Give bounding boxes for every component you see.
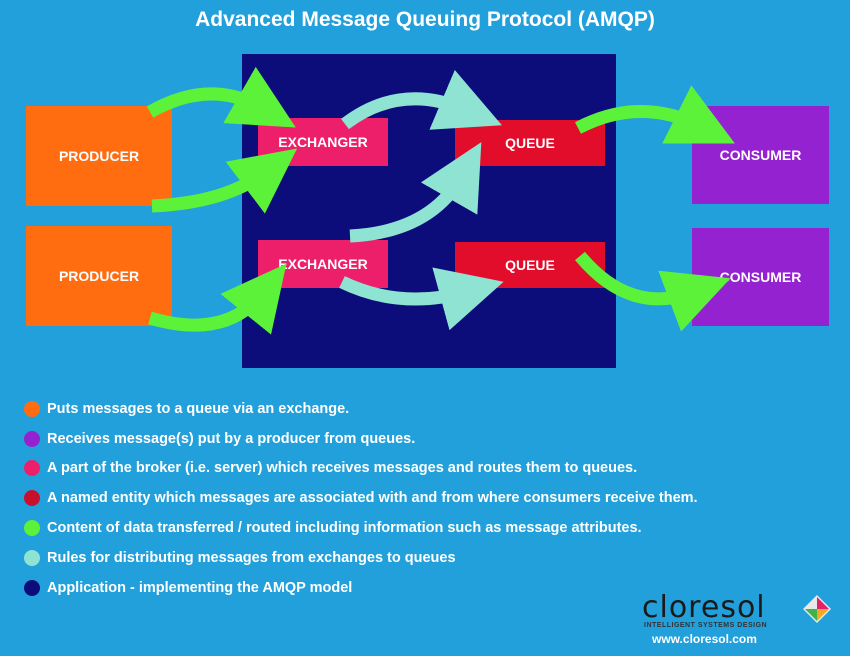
legend-text: A named entity which messages are associ… xyxy=(47,490,698,507)
arrow-queue1-consumer1 xyxy=(575,85,735,144)
arrow-queue2-consumer2 xyxy=(575,251,731,332)
legend-item-application: Application - implementing the AMQP mode… xyxy=(24,573,698,603)
arrow-producer2-exchanger2 xyxy=(148,263,287,335)
legend-item-consumer: Receives message(s) put by a producer fr… xyxy=(24,424,698,454)
logo-url: www.cloresol.com xyxy=(652,632,757,646)
legend-swatch xyxy=(24,490,40,507)
legend-item-queue: A named entity which messages are associ… xyxy=(24,483,698,513)
legend-text: Rules for distributing messages from exc… xyxy=(47,549,456,566)
page-title: Advanced Message Queuing Protocol (AMQP) xyxy=(195,8,655,31)
legend-swatch xyxy=(24,520,40,537)
legend-swatch xyxy=(24,579,40,596)
producer-box-1: PRODUCER xyxy=(26,106,172,206)
logo-name: cloresol xyxy=(642,590,766,625)
legend-text: Receives message(s) put by a producer fr… xyxy=(47,430,416,447)
legend-item-exchanger: A part of the broker (i.e. server) which… xyxy=(24,454,698,484)
producer-box-2: PRODUCER xyxy=(26,226,172,326)
legend-swatch xyxy=(24,430,40,447)
logo-tagline: INTELLIGENT SYSTEMS DESIGN xyxy=(644,622,768,629)
legend-swatch xyxy=(24,400,40,417)
legend-item-binding: Rules for distributing messages from exc… xyxy=(24,543,698,573)
legend-text: Content of data transferred / routed inc… xyxy=(47,520,642,537)
cloresol-logo: cloresol INTELLIGENT SYSTEMS DESIGN www.… xyxy=(636,588,836,648)
legend-item-message: Content of data transferred / routed inc… xyxy=(24,513,698,543)
legend-text: A part of the broker (i.e. server) which… xyxy=(47,460,638,477)
legend-text: Application - implementing the AMQP mode… xyxy=(47,579,353,596)
legend-item-producer: Puts messages to a queue via an exchange… xyxy=(24,394,698,424)
binding-exchanger2-queue1 xyxy=(349,142,482,243)
legend-swatch xyxy=(24,460,40,477)
arrow-producer1-exchanger2 xyxy=(151,148,298,214)
legend-text: Puts messages to a queue via an exchange… xyxy=(47,400,350,417)
binding-exchanger2-queue2 xyxy=(339,267,504,331)
logo-diamond-icon xyxy=(803,595,831,623)
binding-exchanger1-queue1 xyxy=(341,69,502,130)
legend: Puts messages to a queue via an exchange… xyxy=(24,394,698,603)
legend-swatch xyxy=(24,549,40,566)
arrow-producer1-exchanger1 xyxy=(146,66,296,128)
